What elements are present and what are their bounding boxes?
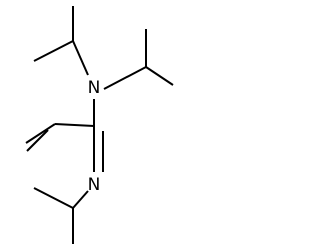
amine-nitrogen-label: N (88, 78, 101, 98)
bond-imine-isopropyl-ch-methyl-left (33, 187, 74, 209)
bond-amidine-c-vinyl-ch (54, 123, 95, 127)
bond-vinyl-double-inner (26, 129, 49, 152)
bond-amine-isopropyl1-ch-n (72, 40, 89, 76)
bond-imine-n-isopropyl-ch (72, 190, 89, 209)
molecule-structure-diagram: N N (25, 6, 174, 244)
bond-amine-isopropyl2-n-ch (103, 66, 147, 90)
bond-amine-isopropyl2-ch-methyl-right (145, 66, 174, 86)
bond-amine-isopropyl1-ch-methyl-left (33, 40, 74, 62)
bond-vinyl-double-outer (25, 123, 56, 144)
imine-nitrogen-label: N (88, 175, 101, 195)
